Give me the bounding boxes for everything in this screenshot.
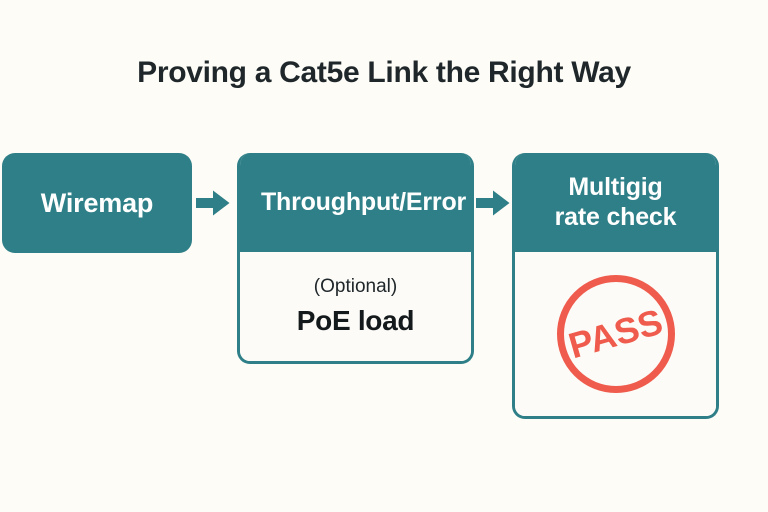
poe-load-label: PoE load: [296, 305, 415, 336]
flow-step-throughput-header: Throughput/Error: [240, 153, 471, 252]
flow-step-multigig-body: PASS: [515, 252, 716, 416]
pass-stamp-label: PASS: [563, 300, 667, 367]
optional-tag: (Optional): [313, 276, 398, 297]
flow-step-wiremap-label: Wiremap: [40, 187, 154, 218]
flow-step-throughput: Throughput/Error (Optional) PoE load: [237, 153, 474, 364]
arrow-right-icon: [476, 190, 510, 216]
flow-step-multigig-header: Multigig rate check: [515, 153, 716, 252]
page-title: Proving a Cat5e Link the Right Way: [137, 56, 631, 89]
flow-step-multigig-header-line-1: Multigig: [568, 173, 663, 201]
pass-stamp-icon: PASS: [556, 275, 675, 393]
flow-step-multigig: Multigig rate check PASS: [512, 153, 719, 419]
arrow-right-icon: [196, 190, 230, 216]
flow-step-multigig-header-line-2: rate check: [554, 202, 677, 231]
flow-step-throughput-body: (Optional) PoE load: [240, 252, 471, 361]
flow-step-wiremap: Wiremap: [2, 153, 192, 253]
